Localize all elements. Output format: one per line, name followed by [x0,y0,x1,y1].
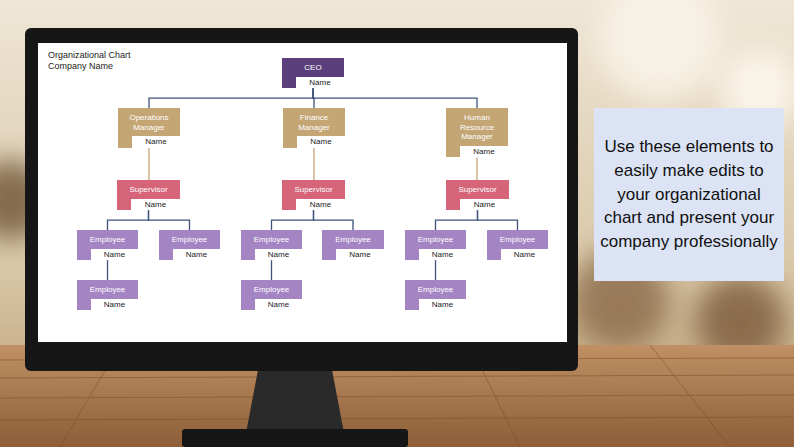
callout-text: Use these elements to easily make edits … [600,135,778,254]
employee-box: EmployeeName [241,230,302,260]
role-title: Employee [241,280,302,299]
manager-box: Finance ManagerName [283,108,345,148]
role-title: Employee [77,280,138,299]
role-title: Supervisor [446,180,509,199]
connector [149,88,313,108]
supervisor-box: SupervisorName [117,180,180,210]
name-tab: Name [296,199,345,211]
name-tab: Name [132,136,180,148]
role-title: Employee [322,230,384,249]
connector [108,210,149,230]
role-title: Supervisor [282,180,345,199]
connector [148,148,149,180]
name-tab: Name [173,249,220,261]
role-title: Employee [77,230,138,249]
employee-box: EmployeeName [405,230,466,260]
connector [149,210,190,230]
connector [271,260,272,280]
role-title: Finance Manager [283,108,345,136]
manager-box: Operations ManagerName [118,108,180,148]
supervisor-box: SupervisorName [282,180,345,210]
role-title: Supervisor [117,180,180,199]
role-title: Operations Manager [118,108,180,136]
name-tab: Name [460,199,509,211]
employee-box: EmployeeName [77,230,138,260]
company-name: Company Name [48,61,113,72]
connector [107,260,108,280]
connector [436,210,478,230]
connector [314,210,354,230]
name-tab: Name [131,199,180,211]
name-tab: Name [460,146,508,158]
employee-box: EmployeeName [77,280,138,310]
name-tab: Name [91,299,138,311]
name-tab: Name [336,249,384,261]
connector [313,88,477,108]
role-title: Employee [405,230,466,249]
connector [476,157,477,180]
role-title: Human Resource Manager [446,108,508,146]
connector [313,148,314,180]
name-tab: Name [419,249,466,261]
name-tab: Name [296,77,344,89]
role-title: Employee [405,280,466,299]
employee-box: EmployeeName [241,280,302,310]
connector [478,210,518,230]
connector [435,260,436,280]
callout-box: Use these elements to easily make edits … [594,108,784,281]
name-tab: Name [419,299,466,311]
chart-title: Organizational Chart [48,50,131,61]
name-tab: Name [91,249,138,261]
role-title: Employee [241,230,302,249]
role-title: Employee [487,230,548,249]
employee-box: EmployeeName [159,230,220,260]
name-tab: Name [255,299,302,311]
role-title: Employee [159,230,220,249]
employee-box: EmployeeName [405,280,466,310]
name-tab: Name [255,249,302,261]
role-title: CEO [282,58,344,77]
ceo-box: CEOName [282,58,344,88]
employee-box: EmployeeName [487,230,548,260]
name-tab: Name [297,136,345,148]
employee-box: EmployeeName [322,230,384,260]
manager-box: Human Resource ManagerName [446,108,508,157]
supervisor-box: SupervisorName [446,180,509,210]
connector [272,210,314,230]
name-tab: Name [501,249,548,261]
